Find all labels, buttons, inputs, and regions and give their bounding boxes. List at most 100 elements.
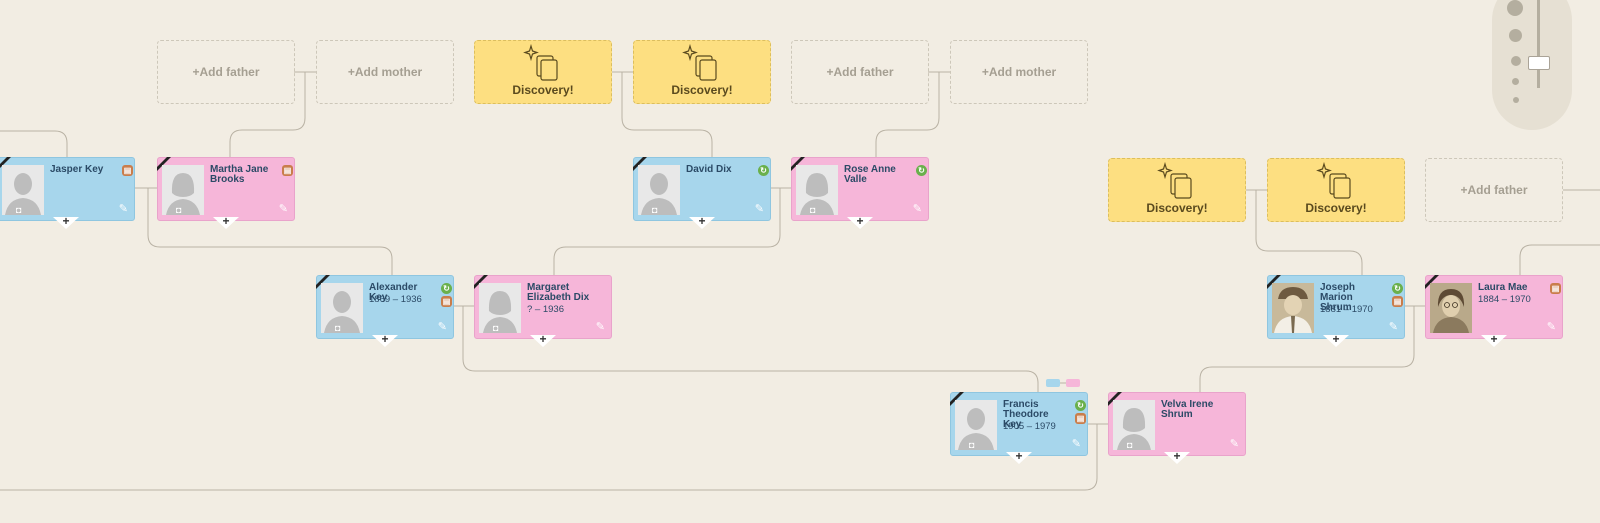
discovery-card-3[interactable]: Discovery!	[1108, 158, 1246, 222]
hint-leaf-icon[interactable]: ↻	[1075, 400, 1086, 411]
person-photo[interactable]	[1430, 283, 1472, 333]
edit-pencil-icon[interactable]: ✎	[1229, 438, 1239, 450]
camera-icon[interactable]: ◘	[176, 205, 182, 215]
discovery-label: Discovery!	[512, 83, 574, 97]
discovery-label: Discovery!	[1146, 201, 1208, 215]
deceased-ribbon	[474, 275, 490, 291]
person-card-margaret-elizabeth-dix[interactable]: ◘ Margaret Elizabeth Dix ? – 1936 ✎ +	[474, 275, 612, 347]
person-card-rose-anne-valle[interactable]: ◘ Rose Anne Valle ↻ ✎ +	[791, 157, 929, 229]
avatar-placeholder-male	[321, 283, 363, 333]
person-card-joseph-marion-shrum[interactable]: Joseph Marion Shrum 1881 – 1970 ↻ ▤ ✎ +	[1267, 275, 1405, 347]
zoom-slider-track[interactable]	[1537, 0, 1540, 88]
person-lifespan: 1905 – 1979	[1003, 421, 1056, 432]
camera-icon[interactable]: ◘	[810, 205, 816, 215]
discovery-label: Discovery!	[671, 83, 733, 97]
camera-icon[interactable]: ◘	[335, 323, 341, 333]
add-father-label: +Add father	[1460, 183, 1528, 197]
avatar-placeholder-male	[2, 165, 44, 215]
edit-pencil-icon[interactable]: ✎	[278, 203, 288, 215]
hint-leaf-icon[interactable]: ↻	[758, 165, 769, 176]
zoom-level-dot[interactable]	[1512, 78, 1519, 85]
edit-pencil-icon[interactable]: ✎	[1071, 438, 1081, 450]
person-name: Francis Theodore Key	[1003, 399, 1049, 430]
edit-pencil-icon[interactable]: ✎	[912, 203, 922, 215]
zoom-control[interactable]	[1492, 0, 1572, 130]
deceased-ribbon	[1108, 392, 1124, 408]
zoom-level-dot[interactable]	[1507, 0, 1523, 16]
person-card-velva-irene-shrum[interactable]: ◘ Velva Irene Shrum ✎ +	[1108, 392, 1246, 464]
add-father-label: +Add father	[192, 65, 260, 79]
add-mother-label: +Add mother	[981, 65, 1057, 79]
record-icon[interactable]: ▤	[441, 296, 452, 307]
person-card-martha-jane-brooks[interactable]: ◘ Martha Jane Brooks ▤ ✎ +	[157, 157, 295, 229]
edit-pencil-icon[interactable]: ✎	[754, 203, 764, 215]
deceased-ribbon	[791, 157, 807, 173]
add-mother-jasper[interactable]: +Add mother	[316, 40, 454, 104]
edit-pencil-icon[interactable]: ✎	[595, 321, 605, 333]
discovery-stack-icon	[1316, 162, 1351, 199]
discovery-label: Discovery!	[1305, 201, 1367, 215]
zoom-slider-thumb[interactable]	[1528, 56, 1550, 70]
deceased-ribbon	[157, 157, 173, 173]
person-name: Rose Anne Valle	[844, 164, 896, 185]
person-name: Laura Mae	[1478, 282, 1528, 293]
edit-pencil-icon[interactable]: ✎	[1546, 321, 1556, 333]
person-card-francis-theodore-key[interactable]: ◘ Francis Theodore Key 1905 – 1979 ↻ ▤ ✎…	[950, 392, 1088, 464]
zoom-level-dot[interactable]	[1511, 56, 1521, 66]
family-view-icon[interactable]	[1046, 378, 1080, 388]
camera-icon[interactable]: ◘	[16, 205, 22, 215]
hint-leaf-icon[interactable]: ↻	[916, 165, 927, 176]
person-name: Jasper Key	[50, 164, 104, 175]
discovery-card-4[interactable]: Discovery!	[1267, 158, 1405, 222]
person-name: Martha Jane Brooks	[210, 164, 269, 185]
edit-pencil-icon[interactable]: ✎	[437, 321, 447, 333]
person-lifespan: 1869 – 1936	[369, 294, 422, 305]
discovery-stack-icon	[1157, 162, 1192, 199]
person-photo[interactable]	[1272, 283, 1314, 333]
person-lifespan: 1884 – 1970	[1478, 294, 1531, 305]
person-name: Alexander Key	[369, 282, 418, 303]
record-icon[interactable]: ▤	[1392, 296, 1403, 307]
discovery-card-1[interactable]: Discovery!	[474, 40, 612, 104]
record-icon[interactable]: ▤	[1550, 283, 1561, 294]
avatar-placeholder-female	[796, 165, 838, 215]
record-icon[interactable]: ▤	[122, 165, 133, 176]
add-father-rose[interactable]: +Add father	[791, 40, 929, 104]
add-father-label: +Add father	[826, 65, 894, 79]
add-father-jasper[interactable]: +Add father	[157, 40, 295, 104]
camera-icon[interactable]: ◘	[969, 440, 975, 450]
deceased-ribbon	[316, 275, 332, 291]
deceased-ribbon	[1267, 275, 1283, 291]
camera-icon[interactable]: ◘	[1127, 440, 1133, 450]
add-mother-rose[interactable]: +Add mother	[950, 40, 1088, 104]
record-icon[interactable]: ▤	[1075, 413, 1086, 424]
person-card-jasper-key[interactable]: ◘ Jasper Key ▤ ✎ +	[0, 157, 135, 229]
discovery-stack-icon	[523, 44, 558, 81]
camera-icon[interactable]: ◘	[493, 323, 499, 333]
person-card-laura-mae[interactable]: Laura Mae 1884 – 1970 ▤ ✎ +	[1425, 275, 1563, 347]
person-name: Velva Irene Shrum	[1161, 399, 1214, 420]
edit-pencil-icon[interactable]: ✎	[1388, 321, 1398, 333]
discovery-card-2[interactable]: Discovery!	[633, 40, 771, 104]
add-father-laura[interactable]: +Add father	[1425, 158, 1563, 222]
person-name: Joseph Marion Shrum	[1320, 282, 1356, 313]
person-lifespan: ? – 1936	[527, 304, 564, 315]
person-lifespan: 1881 – 1970	[1320, 304, 1373, 315]
zoom-level-dot[interactable]	[1513, 97, 1519, 103]
zoom-level-dot[interactable]	[1509, 29, 1522, 42]
person-card-david-dix[interactable]: ◘ David Dix ↻ ✎ +	[633, 157, 771, 229]
person-card-alexander-key[interactable]: ◘ Alexander Key 1869 – 1936 ↻ ▤ ✎ +	[316, 275, 454, 347]
person-name: Margaret Elizabeth Dix	[527, 282, 590, 303]
camera-icon[interactable]: ◘	[652, 205, 658, 215]
deceased-ribbon	[950, 392, 966, 408]
avatar-placeholder-male	[638, 165, 680, 215]
avatar-placeholder-male	[955, 400, 997, 450]
avatar-placeholder-female	[162, 165, 204, 215]
hint-leaf-icon[interactable]: ↻	[1392, 283, 1403, 294]
hint-leaf-icon[interactable]: ↻	[441, 283, 452, 294]
avatar-placeholder-female	[1113, 400, 1155, 450]
record-icon[interactable]: ▤	[282, 165, 293, 176]
discovery-stack-icon	[682, 44, 717, 81]
edit-pencil-icon[interactable]: ✎	[118, 203, 128, 215]
